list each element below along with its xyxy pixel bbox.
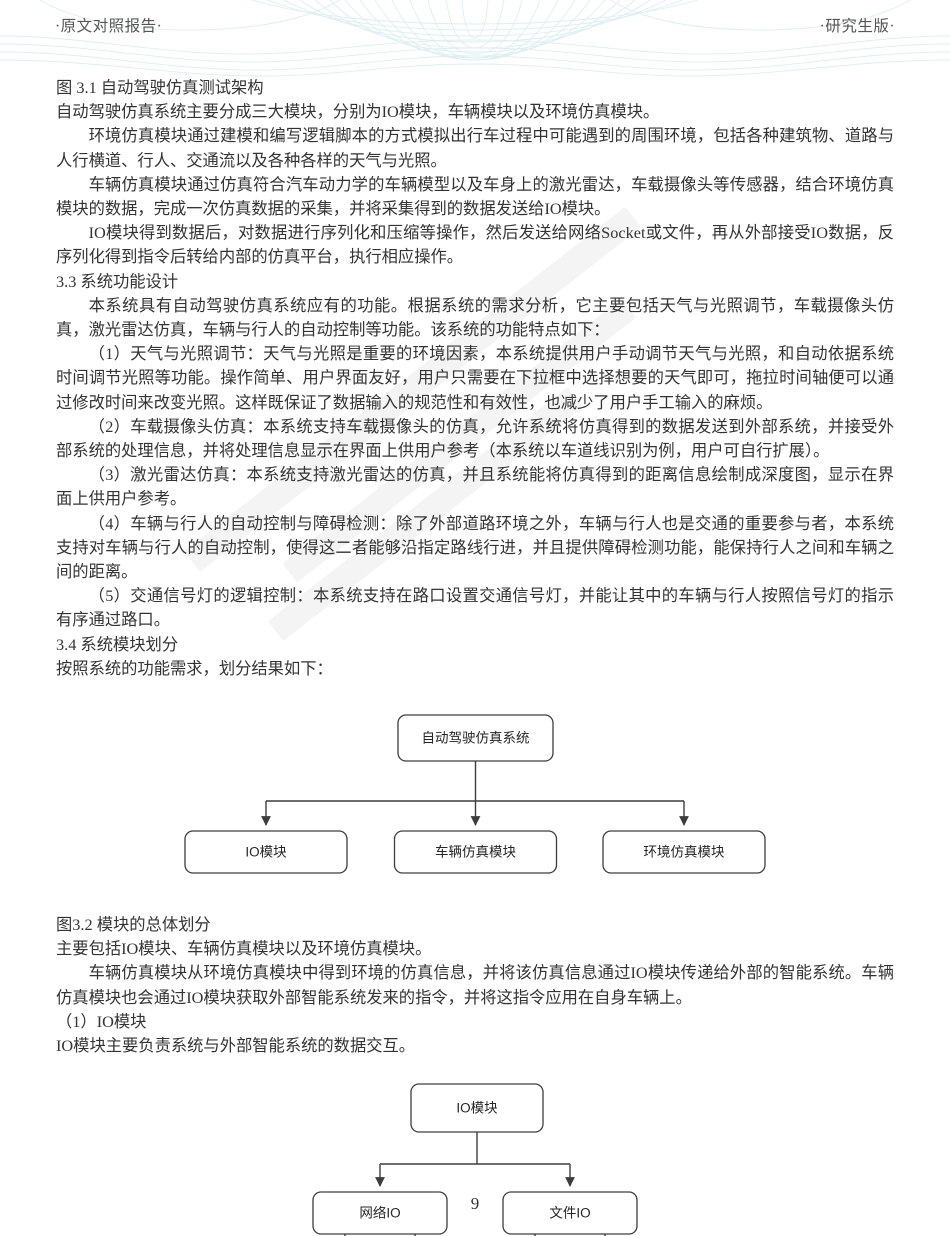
figure-caption-3-2: 图3.2 模块的总体划分 bbox=[56, 915, 211, 935]
diagram-node-child-0-label: IO模块 bbox=[245, 845, 287, 860]
paragraph-12: 主要包括IO模块、车辆仿真模块以及环境仿真模块。 bbox=[56, 939, 432, 959]
paragraph-6: （1）天气与光照调节：天气与光照是重要的环境因素，本系统提供用户手动调节天气与光… bbox=[56, 344, 894, 412]
diagram-node-root-label: 自动驾驶仿真系统 bbox=[422, 731, 530, 746]
figure-caption-3-1: 图 3.1 自动驾驶仿真测试架构 bbox=[56, 78, 264, 97]
paragraph-7: （2）车载摄像头仿真：本系统支持车载摄像头的仿真，允许系统将仿真得到的数据发送到… bbox=[56, 416, 894, 461]
page-footer: 9 bbox=[0, 1194, 950, 1214]
figure-module-overview: 自动驾驶仿真系统 IO模块 车辆仿真模块 环境仿真模块 bbox=[56, 707, 894, 887]
paragraph-5: 本系统具有自动驾驶仿真系统应有的功能。根据系统的需求分析，它主要包括天气与光照调… bbox=[56, 295, 894, 340]
paragraph-8: （3）激光雷达仿真：本系统支持激光雷达的仿真，并且系统能将仿真得到的距离信息绘制… bbox=[56, 465, 894, 509]
header-left-label: ·原文对照报告· bbox=[55, 18, 163, 35]
diagram-node-child-2-label: 环境仿真模块 bbox=[644, 845, 725, 860]
page-header: ·原文对照报告· ·研究生版· bbox=[55, 12, 895, 38]
page-number: 9 bbox=[470, 1194, 480, 1213]
diagram-node-child-0 bbox=[184, 830, 348, 874]
paragraph-10: （5）交通信号灯的逻辑控制：本系统支持在路口设置交通信号灯，并能让其中的车辆与行… bbox=[56, 586, 894, 630]
paragraph-9: （4）车辆与行人的自动控制与障碍检测：除了外部道路环境之外，车辆与行人也是交通的… bbox=[56, 513, 894, 582]
paragraph-2: 环境仿真模块通过建模和编写逻辑脚本的方式模拟出行车过程中可能遇到的周围环境，包括… bbox=[56, 126, 894, 170]
diagram-io-module: IO模块 网络IO 文件IO bbox=[312, 1083, 638, 1236]
paragraph-3: 车辆仿真模块通过仿真符合汽车动力学的车辆模型以及车身上的激光雷达，车载摄像头等传… bbox=[56, 174, 894, 219]
figure-io-module: IO模块 网络IO 文件IO bbox=[56, 1076, 894, 1236]
paragraph-11: 按照系统的功能需求，划分结果如下： bbox=[56, 658, 333, 678]
header-right-label: ·研究生版· bbox=[819, 18, 895, 35]
diagram-node-child-1 bbox=[393, 830, 558, 874]
diagram2-node-child-0-label: 网络IO bbox=[359, 1206, 400, 1221]
diagram-node-child-2 bbox=[602, 830, 766, 874]
diagram-node-child-1-label: 车辆仿真模块 bbox=[435, 844, 516, 860]
section-heading-3-3: 3.3 系统功能设计 bbox=[56, 271, 179, 291]
paragraph-4: IO模块得到数据后，对数据进行序列化和压缩等操作，然后发送给网络Socket或文… bbox=[56, 223, 894, 267]
document-body: 图 3.1 自动驾驶仿真测试架构 自动驾驶仿真系统主要分成三大模块，分别为IO模… bbox=[56, 76, 894, 1236]
section-heading-3-4: 3.4 系统模块划分 bbox=[56, 634, 179, 654]
diagram2-node-child-1-label: 文件IO bbox=[549, 1206, 590, 1221]
paragraph-15: IO模块主要负责系统与外部智能系统的数据交互。 bbox=[56, 1036, 416, 1056]
paragraph-13: 车辆仿真模块从环境仿真模块中得到环境的仿真信息，并将该仿真信息通过IO模块传递给… bbox=[56, 963, 894, 1007]
diagram-module-overview: 自动驾驶仿真系统 IO模块 车辆仿真模块 环境仿真模块 bbox=[184, 714, 766, 874]
paragraph-14: （1）IO模块 bbox=[56, 1011, 147, 1031]
diagram2-node-root-label: IO模块 bbox=[456, 1101, 498, 1116]
paragraph-1: 自动驾驶仿真系统主要分成三大模块，分别为IO模块，车辆模块以及环境仿真模块。 bbox=[56, 102, 660, 122]
